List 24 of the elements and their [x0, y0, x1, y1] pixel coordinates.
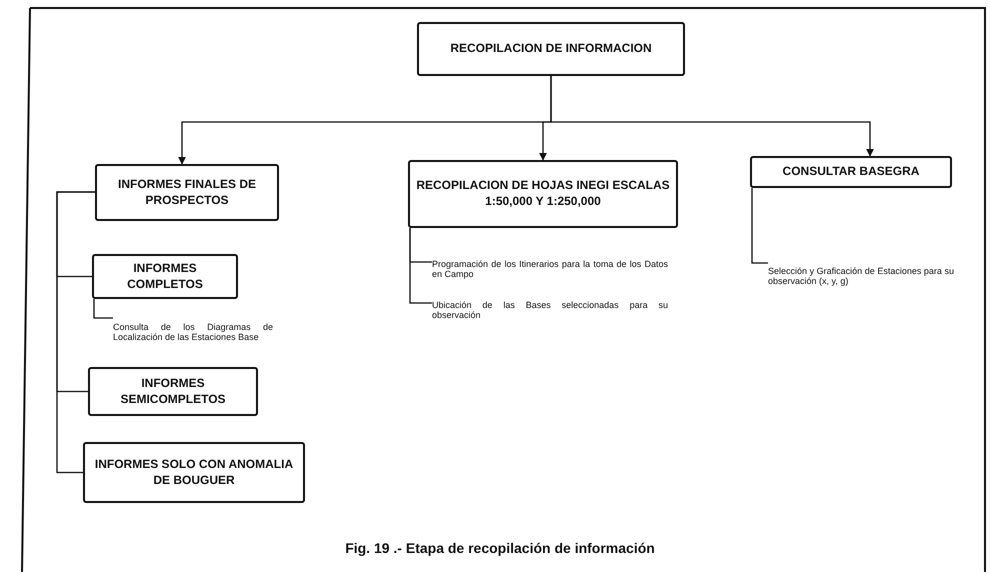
box-title: INFORMES SOLO CON ANOMALIA DE BOUGUER: [94, 456, 294, 488]
arrow: [550, 76, 874, 157]
process-box: [750, 156, 952, 188]
note-text: Ubicación de las Bases seleccionadas para su observación: [432, 300, 668, 320]
process-box: [408, 160, 678, 228]
box-title: INFORMES SEMICOMPLETOS: [119, 374, 227, 408]
process-box: [88, 367, 258, 416]
box-title: CONSULTAR BASEGRA: [782, 163, 920, 180]
process-box: [83, 442, 305, 503]
note-text: Consulta de los Diagramas de Localización de las Estaciones Base: [113, 322, 273, 342]
connector-line: [409, 228, 432, 304]
note-text: Programación de los Itinerarios para la toma de los Datos en Campo: [432, 258, 668, 280]
box-title: INFORMES FINALES DE PROSPECTOS: [116, 176, 257, 208]
process-box: [95, 164, 279, 221]
figure-caption: Fig. 19 .- Etapa de recopilación de información: [344, 540, 656, 556]
connector-line: [93, 299, 113, 319]
box-title: RECOPILACION DE HOJAS INEGI ESCALAS 1:50,000 Y 1:250,000: [415, 177, 671, 210]
connector-line: [56, 191, 95, 474]
process-box: [417, 22, 685, 76]
process-box: [92, 254, 238, 299]
connector-line: [751, 188, 768, 264]
box-title: INFORMES COMPLETOS: [126, 260, 204, 292]
box-title: RECOPILACION DE INFORMACION: [449, 40, 653, 58]
note-text: Selección y Graficación de Estaciones para su observación (x, y, g): [768, 266, 954, 286]
